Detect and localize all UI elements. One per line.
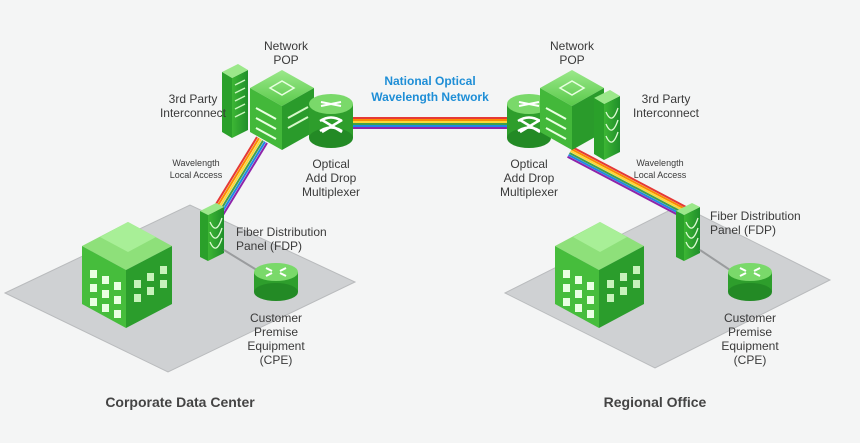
fiber-strand [567, 155, 682, 218]
fiber-strand [569, 152, 684, 214]
left-site-title: Corporate Data Center [105, 394, 255, 410]
left-interconnect-label-line2: Interconnect [160, 106, 227, 120]
left-cpe-label-line3: Equipment [247, 339, 305, 353]
right-fdp-cpe-link [699, 249, 734, 273]
left-building-icon [82, 222, 172, 328]
left-interconnect-label-line1: 3rd Party [169, 92, 218, 106]
right-wavelength-label-line2: Local Access [634, 170, 687, 180]
left-oadm-label-line1: Optical [312, 157, 349, 171]
left-cpe-icon [254, 263, 298, 301]
left-oadm-label-line3: Multiplexer [302, 185, 360, 199]
fiber-strand [212, 136, 258, 210]
left-oadm-icon [309, 94, 353, 148]
left-cpe-label-line2: Premise [254, 325, 298, 339]
left-wavelength-label-line1: Wavelength [172, 158, 219, 168]
fiber-strand [222, 142, 268, 216]
right-fdp-icon [676, 203, 700, 261]
right-cpe-label-line2: Premise [728, 325, 772, 339]
fiber-strand [572, 146, 687, 209]
right-site-title: Regional Office [604, 394, 707, 410]
fiber-strand [570, 150, 685, 212]
right-interconnect-panel-icon [594, 90, 620, 160]
national-wavelength-fiber [352, 117, 508, 129]
right-cpe-label-line4: (CPE) [734, 353, 767, 367]
right-site-platform [503, 204, 832, 369]
fiber-strand [568, 153, 683, 216]
right-oadm-label-line2: Add Drop [504, 171, 555, 185]
left-interconnect-panel-icon [222, 64, 248, 138]
right-pop-label-line1: Network [550, 39, 595, 53]
right-local-access-fiber [567, 146, 687, 218]
left-cpe-label-line1: Customer [250, 311, 302, 325]
right-building-icon [555, 222, 644, 328]
right-oadm-label-line1: Optical [510, 157, 547, 171]
left-wavelength-label-line2: Local Access [170, 170, 223, 180]
right-interconnect-label-line1: 3rd Party [642, 92, 691, 106]
network-label-line1: National Optical [384, 74, 475, 88]
left-fdp-label-line1: Fiber Distribution [236, 225, 327, 239]
right-wavelength-label-line1: Wavelength [636, 158, 683, 168]
left-oadm-label-line2: Add Drop [306, 171, 357, 185]
left-network-pop-icon [250, 70, 314, 150]
left-pop-label-line2: POP [273, 53, 298, 67]
left-fdp-icon [200, 203, 224, 261]
right-cpe-icon [728, 263, 772, 301]
left-fdp-cpe-link [223, 249, 261, 273]
right-interconnect-label-line2: Interconnect [633, 106, 700, 120]
right-cpe-label-line1: Customer [724, 311, 776, 325]
fiber-strand [218, 140, 264, 214]
right-cpe-label-line3: Equipment [721, 339, 779, 353]
network-label-line2: Wavelength Network [371, 90, 489, 104]
right-fdp-label-line2: Panel (FDP) [710, 223, 776, 237]
fiber-strand [214, 137, 260, 211]
right-pop-label-line2: POP [559, 53, 584, 67]
left-fdp-label-line2: Panel (FDP) [236, 239, 302, 253]
left-pop-label-line1: Network [264, 39, 309, 53]
fiber-strand [571, 148, 686, 211]
right-fdp-label-line1: Fiber Distribution [710, 209, 801, 223]
left-local-access-fiber [212, 136, 268, 216]
fiber-strand [216, 138, 262, 212]
fiber-strand [220, 141, 266, 215]
left-cpe-label-line4: (CPE) [260, 353, 293, 367]
right-oadm-label-line3: Multiplexer [500, 185, 558, 199]
